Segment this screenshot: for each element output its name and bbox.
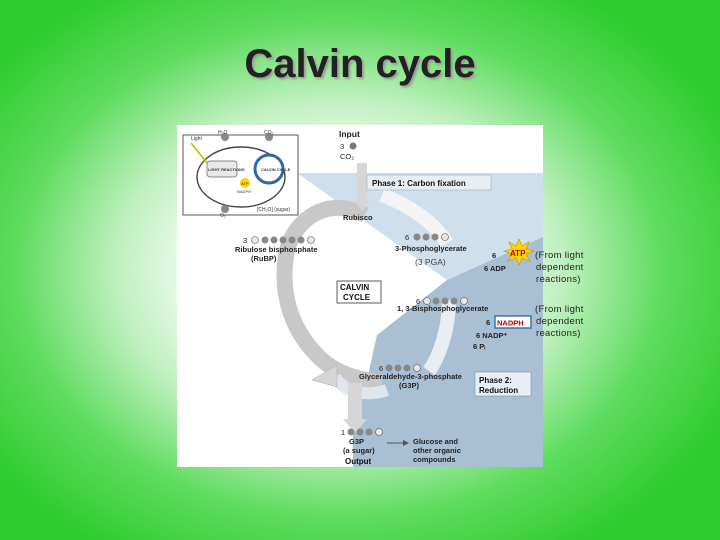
co2-molecule-icon [349, 142, 357, 150]
inset-calvin-cycle-label: CALVIN CYCLE [261, 167, 291, 172]
pga-name: 3-Phosphoglycerate [395, 244, 467, 253]
nadph-count: 6 [486, 318, 490, 327]
nadph-source-note: (From light dependent reactions) [535, 304, 584, 340]
calvin-cycle-figure: Light H₂O CO₂ LIGHT REACTIONS CALVIN CYC… [177, 125, 543, 467]
cycle-arrow [276, 199, 384, 391]
atp-count: 6 [492, 251, 496, 260]
g3p-molecule-icon [385, 364, 421, 372]
g3p-abbr: (G3P) [399, 381, 420, 390]
output-desc: (a sugar) [343, 446, 375, 455]
output-label: Output [345, 457, 372, 466]
nadph-note-line3: reactions) [536, 328, 581, 339]
nadph-label: NADPH [497, 319, 524, 328]
rubp-abbr: (RuBP) [251, 254, 277, 263]
glucose-line3: compounds [413, 455, 456, 464]
phase2-label-line1: Phase 2: [479, 376, 512, 385]
phase1-label: Phase 1: Carbon fixation [372, 179, 466, 188]
inset-overview: Light H₂O CO₂ LIGHT REACTIONS CALVIN CYC… [182, 130, 299, 219]
adp-label: 6 ADP [484, 264, 506, 273]
rubp-molecule-icon [251, 236, 315, 244]
g3p-name: Glyceraldehyde-3-phosphate [359, 372, 462, 381]
phase2-background [353, 237, 543, 467]
pga-count: 6 [405, 233, 409, 242]
inset-nadph-label: NADPH [237, 189, 251, 194]
inset-atp-label: ATP [241, 181, 249, 186]
pga-overlay-label: (3 PGA) [415, 257, 446, 267]
center-label-line1: CALVIN [340, 283, 369, 292]
inset-h2o-label: H₂O [218, 130, 228, 136]
output-count: 1 [341, 428, 345, 437]
center-label-line2: CYCLE [343, 293, 371, 302]
co2-label: CO₂ [340, 152, 354, 161]
atp-source-note: (From light dependent reactions) [535, 250, 584, 286]
atp-burst-icon [502, 238, 536, 266]
co2-count: 3 [340, 142, 344, 151]
cycle-arrowhead-left [311, 364, 338, 388]
nadph-note-line2: dependent [536, 316, 584, 327]
slide-title: Calvin cycle [244, 42, 476, 86]
atp-note-line2: dependent [536, 262, 584, 273]
pga-molecule-icon [413, 233, 449, 241]
atp-label: ATP [510, 249, 526, 258]
input-label: Input [339, 129, 360, 139]
inset-light-label: Light [191, 136, 202, 142]
nadph-box [494, 315, 532, 329]
inset-o2-label: O₂ [220, 213, 226, 219]
calvin-cycle-diagram: Light H₂O CO₂ LIGHT REACTIONS CALVIN CYC… [182, 129, 543, 467]
g3p-count: 6 [379, 364, 383, 373]
output-arrowhead [343, 419, 367, 433]
rubisco-label: Rubisco [343, 213, 373, 222]
inset-sugar-label: [CH₂O] (sugar) [257, 207, 290, 213]
inset-co2-label: CO₂ [264, 130, 274, 136]
atp-note-line1: (From light [535, 250, 584, 261]
bpg-molecule-icon [423, 297, 468, 305]
glucose-line1: Glucose and [413, 437, 458, 446]
bpg-name: 1, 3-Bisphosphoglycerate [397, 304, 488, 313]
nadp-label: 6 NADP⁺ [476, 331, 508, 340]
nadph-note-line1: (From light [535, 304, 584, 315]
phase2-label-line2: Reduction [479, 386, 518, 395]
glucose-line2: other organic [413, 446, 461, 455]
rubp-name: Ribulose bisphosphate [235, 245, 318, 254]
output-name: G3P [349, 437, 364, 446]
atp-note-line3: reactions) [536, 274, 581, 285]
bpg-count: 6 [416, 297, 420, 306]
pi-label: 6 Pᵢ [473, 342, 485, 351]
rubp-count: 3 [243, 236, 247, 245]
output-g3p-molecule-icon [347, 428, 383, 436]
inset-light-reactions-label: LIGHT REACTIONS [208, 167, 245, 172]
